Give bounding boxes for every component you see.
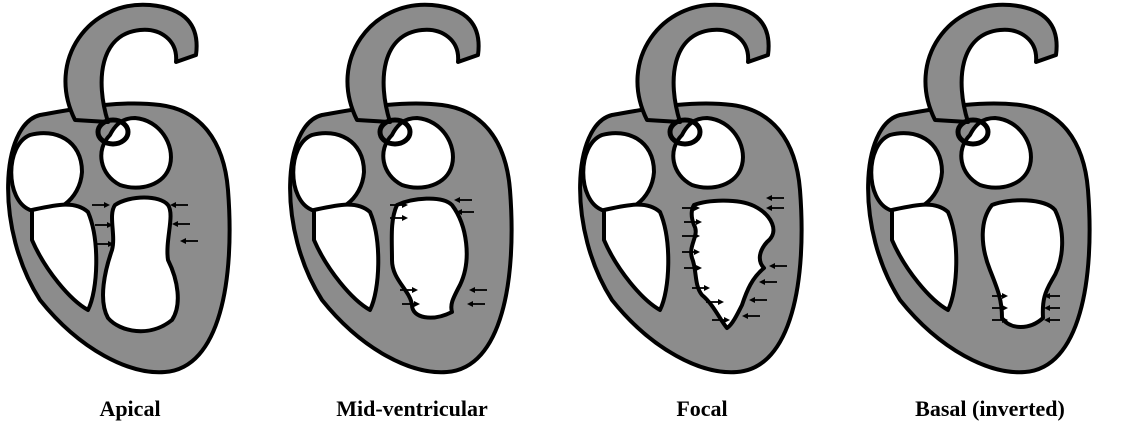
right-atrium [291,131,366,214]
aortic-valve-ring [955,117,991,147]
aortic-arch [63,2,199,124]
right-ventricle [890,202,959,312]
heart-apical-illustration [6,2,232,375]
aortic-arch [635,2,771,124]
heart-basal-illustration [866,2,1092,375]
caption-mid-ventricular: Mid-ventricular [336,396,488,421]
wall-motion-arrows [682,195,787,323]
right-ventricle [312,202,381,312]
wall-motion-arrows [390,197,487,307]
panel-apical: Apical [0,0,280,430]
heart-focal-illustration [578,2,804,375]
aortic-arch [923,2,1059,124]
caption-focal: Focal [676,396,728,421]
right-atrium [869,131,944,214]
aortic-valve-ring [377,117,413,147]
right-atrium [581,131,656,214]
aortic-arch [345,2,481,124]
left-ventricle [389,196,469,320]
right-ventricle [602,202,671,312]
right-atrium [9,131,84,214]
left-ventricle [101,195,180,334]
left-ventricle [689,198,776,330]
aortic-valve-ring [95,117,131,147]
panel-focal: Focal [572,0,852,430]
aortic-valve-ring [667,117,703,147]
panel-basal-inverted: Basal (inverted) [860,0,1123,430]
right-ventricle [30,202,99,312]
wall-motion-arrows [92,202,198,247]
heart-mid-ventricular-illustration [288,2,514,375]
wall-motion-arrows [992,293,1060,323]
left-atrium [959,116,1033,190]
left-atrium [671,116,745,190]
panel-mid-ventricular: Mid-ventricular [282,0,562,430]
left-atrium [99,116,173,190]
left-atrium [381,116,455,190]
caption-basal-inverted: Basal (inverted) [915,396,1065,421]
caption-apical: Apical [99,396,161,421]
